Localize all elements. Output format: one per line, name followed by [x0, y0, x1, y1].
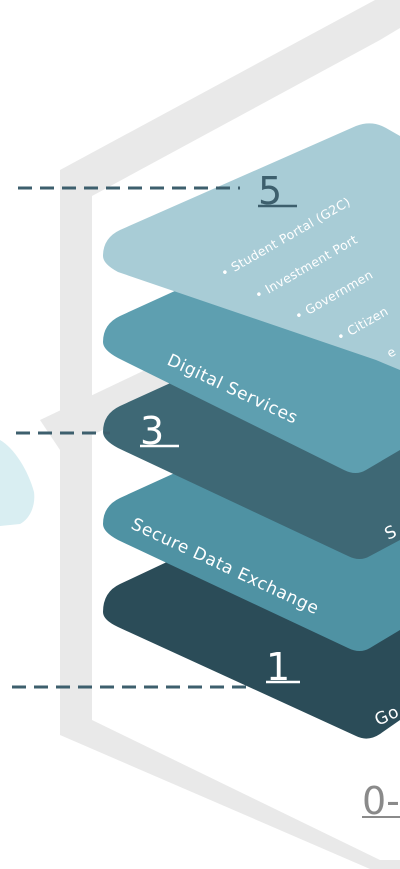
layer-0-number: 0- [362, 779, 400, 823]
layer-5: • Student Portal (G2C) • Investment Port… [103, 123, 400, 370]
watercolor-splash [0, 440, 35, 526]
